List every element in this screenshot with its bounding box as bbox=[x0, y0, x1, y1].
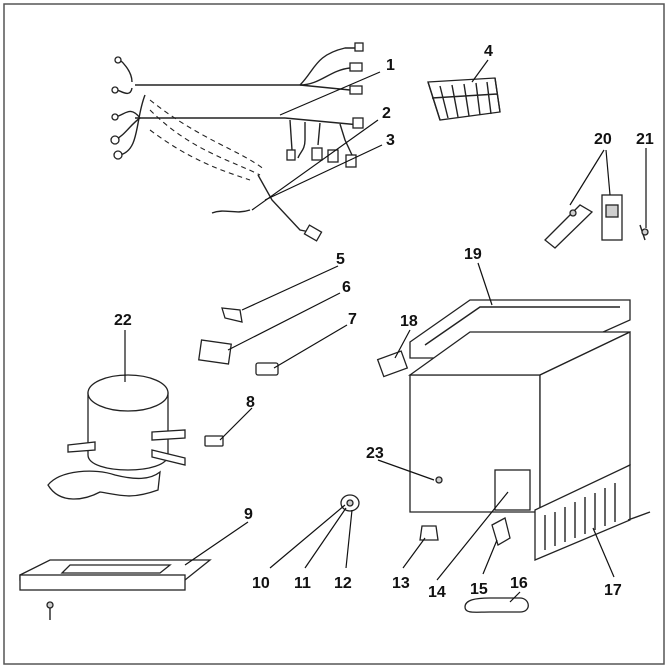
small-brackets bbox=[198, 307, 279, 447]
callout-12: 12 bbox=[334, 575, 352, 592]
callout-11: 11 bbox=[294, 575, 311, 592]
callout-3: 3 bbox=[386, 132, 395, 149]
wire-basket bbox=[427, 77, 501, 121]
callout-15: 15 bbox=[470, 581, 488, 598]
callout-18: 18 bbox=[400, 313, 418, 330]
callout-8: 8 bbox=[246, 394, 255, 411]
callouts: 1 2 3 4 5 6 7 8 9 10 11 12 13 14 15 16 1… bbox=[114, 43, 654, 601]
callout-14: 14 bbox=[428, 584, 446, 601]
callout-10: 10 bbox=[252, 575, 270, 592]
callout-19: 19 bbox=[464, 246, 482, 263]
diagram-frame bbox=[3, 3, 665, 665]
chest-freezer bbox=[407, 299, 651, 561]
wiring-harness bbox=[110, 42, 364, 242]
callout-5: 5 bbox=[336, 251, 345, 268]
callout-4: 4 bbox=[484, 43, 493, 60]
callout-13: 13 bbox=[392, 575, 410, 592]
callout-16: 16 bbox=[510, 575, 528, 592]
thermostat-assembly bbox=[544, 194, 649, 249]
hinge-part bbox=[376, 350, 409, 378]
callout-21: 21 bbox=[636, 131, 654, 148]
callout-23: 23 bbox=[366, 445, 384, 462]
callout-7: 7 bbox=[348, 311, 357, 328]
callout-22: 22 bbox=[114, 312, 132, 329]
callout-17: 17 bbox=[604, 582, 622, 599]
leader-lines bbox=[124, 59, 647, 603]
compressor bbox=[47, 374, 186, 500]
callout-6: 6 bbox=[342, 279, 351, 296]
callout-1: 1 bbox=[386, 57, 395, 74]
bottom-small-parts bbox=[340, 494, 529, 613]
callout-20: 20 bbox=[594, 131, 612, 148]
base-plate bbox=[19, 559, 212, 620]
callout-2: 2 bbox=[382, 105, 391, 122]
callout-9: 9 bbox=[244, 506, 253, 523]
